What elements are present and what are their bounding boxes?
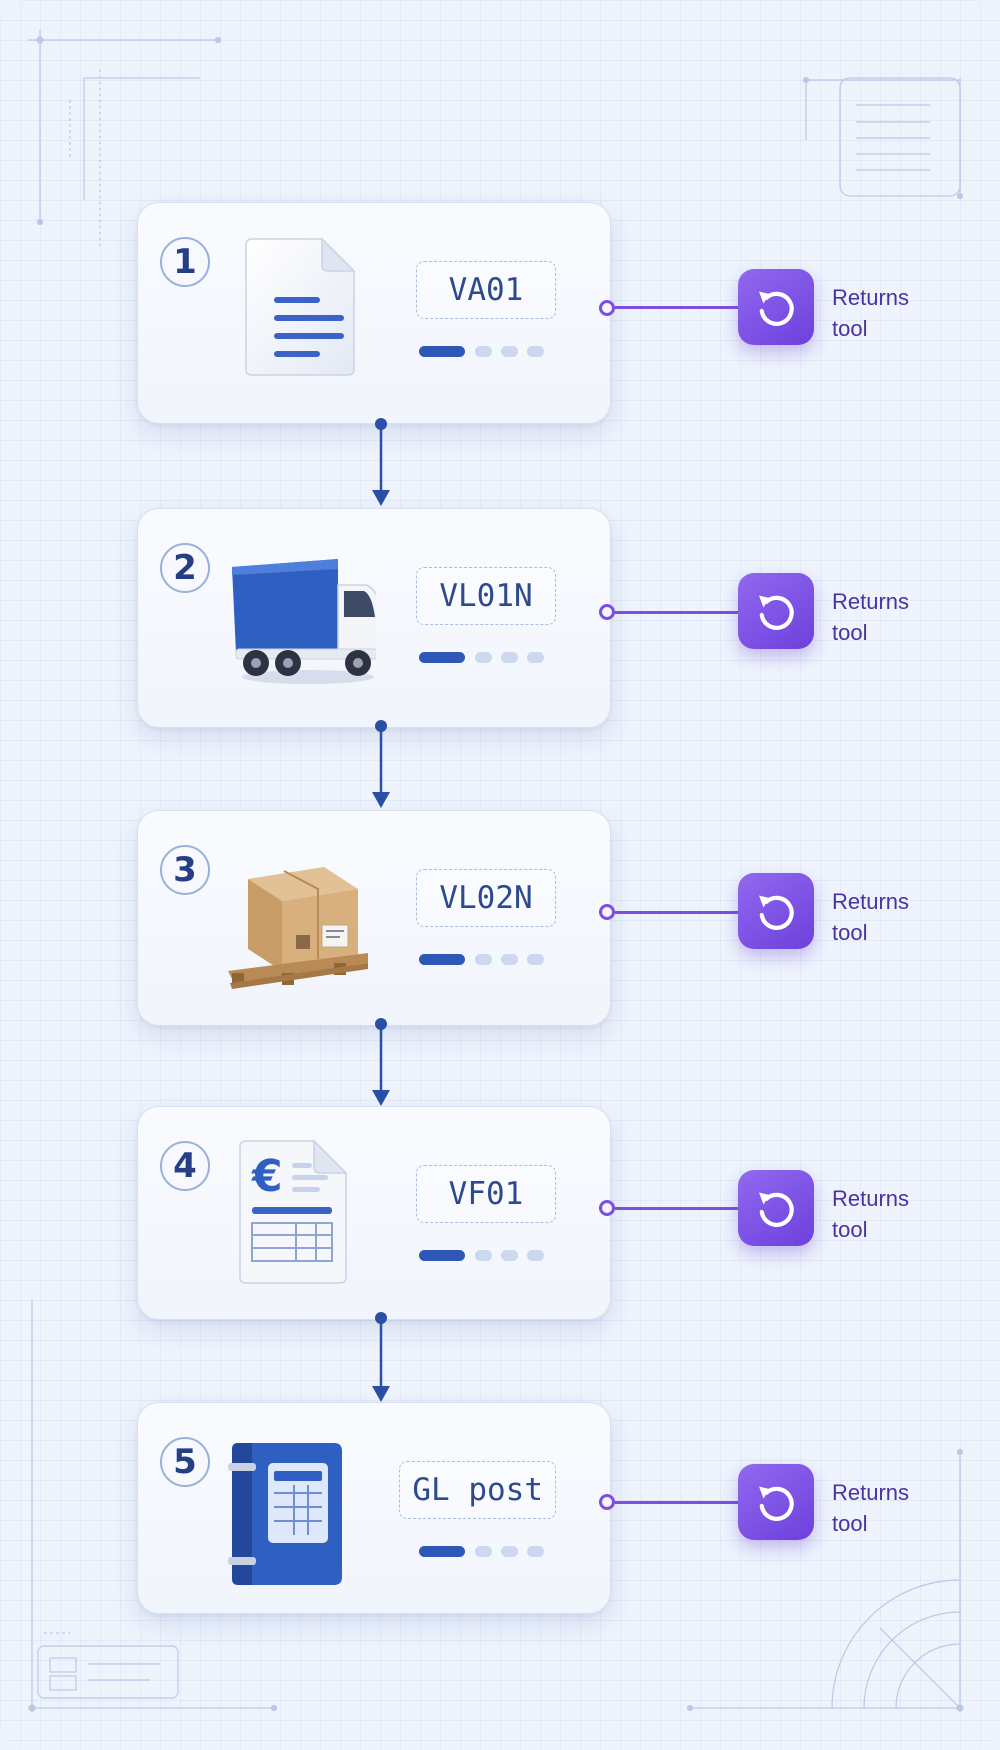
flow-arrow	[372, 1312, 390, 1402]
step-card-1[interactable]: 1 VA01	[137, 202, 611, 424]
step-progress-indicator	[419, 346, 559, 358]
connector-node	[599, 604, 615, 620]
euro-invoice-icon: €	[239, 1139, 348, 1284]
undo-icon	[759, 291, 794, 326]
undo-icon	[759, 895, 794, 930]
svg-text:€: €	[251, 1151, 283, 1202]
step-progress-indicator	[419, 954, 559, 966]
connector-node	[599, 1494, 615, 1510]
returns-tool-button[interactable]	[738, 873, 814, 949]
document-icon	[245, 237, 356, 376]
returns-tool-button[interactable]	[738, 1464, 814, 1540]
flow-arrow	[372, 1018, 390, 1106]
transaction-code-label: GL post	[399, 1461, 556, 1519]
transaction-code-label: VL01N	[416, 567, 556, 625]
undo-icon	[759, 1192, 794, 1227]
step-card-2[interactable]: 2 VL01N	[137, 508, 611, 728]
undo-icon	[759, 595, 794, 630]
connector-node	[599, 300, 615, 316]
transaction-code-label: VF01	[416, 1165, 556, 1223]
connector-line	[615, 1207, 739, 1210]
step-card-5[interactable]: 5 GL post	[137, 1402, 611, 1614]
delivery-truck-icon	[232, 559, 376, 684]
step-number-badge: 2	[160, 543, 210, 593]
undo-icon	[759, 1486, 794, 1521]
connector-line	[615, 611, 739, 614]
step-number-badge: 3	[160, 845, 210, 895]
returns-tool-button[interactable]	[738, 573, 814, 649]
connector-line	[615, 911, 739, 914]
step-number-badge: 4	[160, 1141, 210, 1191]
connector-line	[615, 306, 739, 309]
connector-node	[599, 904, 615, 920]
step-number-badge: 1	[160, 237, 210, 287]
connector-node	[599, 1200, 615, 1216]
transaction-code-label: VA01	[416, 261, 556, 319]
step-progress-indicator	[419, 652, 559, 664]
flow-arrow	[372, 418, 390, 506]
box-on-pallet-icon	[228, 867, 368, 989]
step-card-4[interactable]: 4 € VF01	[137, 1106, 611, 1320]
returns-tool-button[interactable]	[738, 269, 814, 345]
connector-line	[615, 1501, 739, 1504]
transaction-code-label: VL02N	[416, 869, 556, 927]
flow-arrow	[372, 720, 390, 808]
step-number-badge: 5	[160, 1437, 210, 1487]
step-progress-indicator	[419, 1546, 559, 1558]
returns-tool-button[interactable]	[738, 1170, 814, 1246]
step-progress-indicator	[419, 1250, 559, 1262]
step-card-3[interactable]: 3 VL02N	[137, 810, 611, 1026]
ledger-book-icon	[228, 1443, 342, 1585]
